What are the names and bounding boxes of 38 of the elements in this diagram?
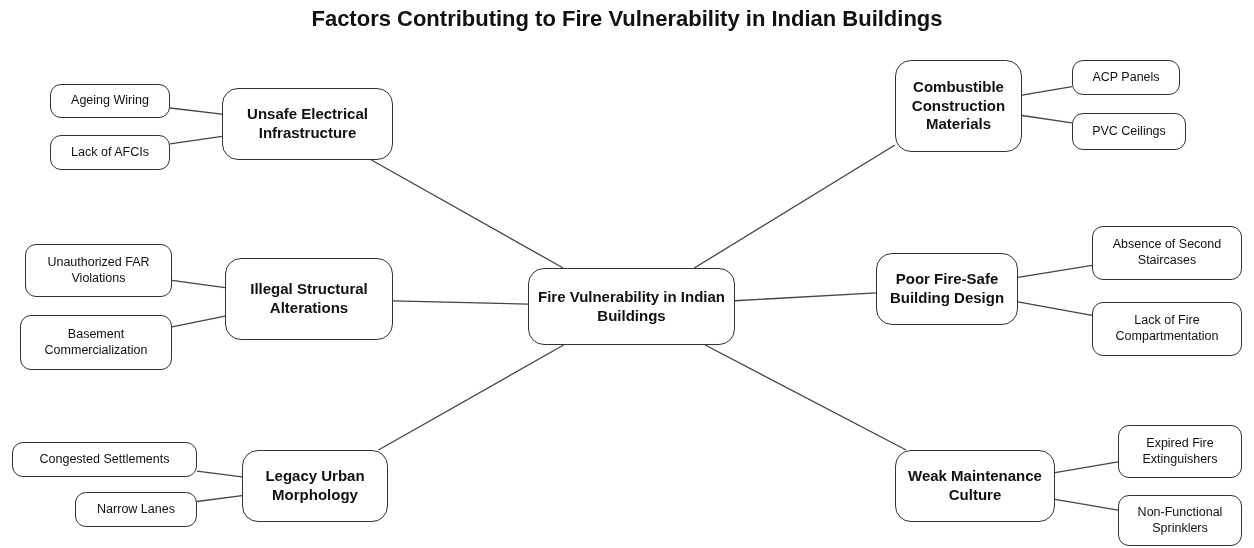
topic-box: Legacy Urban Morphology xyxy=(242,450,388,522)
factor-box: Basement Commercialization xyxy=(20,315,172,370)
topic-box: Poor Fire-Safe Building Design xyxy=(876,253,1018,325)
factor-box: Congested Settlements xyxy=(12,442,197,477)
factor-box: Lack of Fire Compartmentation xyxy=(1092,302,1242,356)
connector-line xyxy=(169,135,223,145)
connector-line xyxy=(1017,264,1093,279)
factor-box: Non-Functional Sprinklers xyxy=(1118,495,1242,546)
connector-line xyxy=(1054,498,1119,511)
connector-line xyxy=(370,159,564,269)
connector-line xyxy=(1054,461,1119,474)
connector-line xyxy=(196,494,243,503)
diagram-title: Factors Contributing to Fire Vulnerability in Indian Buildings xyxy=(310,6,944,32)
connector-line xyxy=(1021,114,1073,124)
connector-line xyxy=(196,470,243,478)
connector-line xyxy=(392,300,529,305)
factor-box: Absence of Second Staircases xyxy=(1092,226,1242,280)
topic-box: Unsafe Electrical Infrastructure xyxy=(222,88,393,160)
connector-line xyxy=(1021,86,1073,96)
topic-box: Weak Maintenance Culture xyxy=(895,450,1055,522)
factor-box: Ageing Wiring xyxy=(50,84,170,118)
factor-box: ACP Panels xyxy=(1072,60,1180,95)
topic-box: Illegal Structural Alterations xyxy=(225,258,393,340)
topic-box: Combustible Construction Materials xyxy=(895,60,1022,152)
connector-line xyxy=(693,144,896,269)
connector-line xyxy=(377,344,565,451)
connector-line xyxy=(704,344,907,451)
connector-line xyxy=(734,292,877,302)
factor-box: Unauthorized FAR Violations xyxy=(25,244,172,297)
connector-line xyxy=(169,107,223,115)
connector-line xyxy=(171,315,226,328)
factor-box: PVC Ceilings xyxy=(1072,113,1186,150)
connector-line xyxy=(1017,301,1093,316)
factor-box: Narrow Lanes xyxy=(75,492,197,527)
topic-box: Fire Vulnerability in Indian Buildings xyxy=(528,268,735,345)
factor-box: Lack of AFCIs xyxy=(50,135,170,170)
connector-line xyxy=(171,279,226,289)
factor-box: Expired Fire Extinguishers xyxy=(1118,425,1242,478)
